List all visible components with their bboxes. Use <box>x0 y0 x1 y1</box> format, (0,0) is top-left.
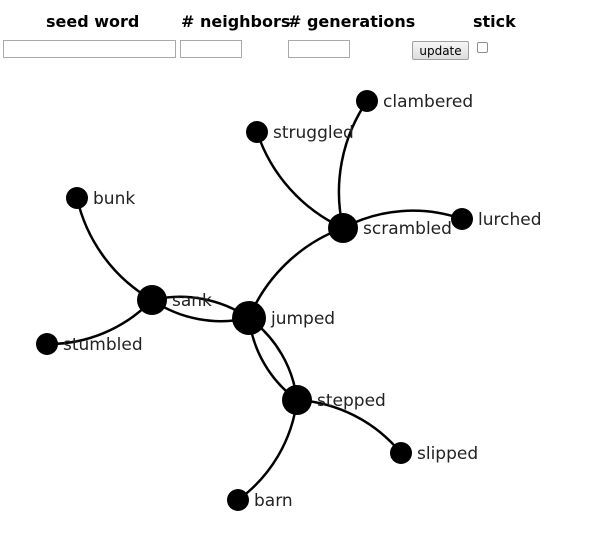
node-jumped[interactable] <box>232 301 266 335</box>
node-barn[interactable] <box>227 489 249 511</box>
node-label-stepped: stepped <box>317 391 386 411</box>
edge-scrambled-struggled <box>255 131 344 230</box>
seed-word-input[interactable] <box>3 40 176 58</box>
node-struggled[interactable] <box>246 121 268 143</box>
node-label-barn: barn <box>254 491 293 511</box>
graph-labels: jumped scrambled sank stepped clambered strug… <box>63 92 541 511</box>
node-label-struggled: struggled <box>273 123 354 143</box>
generations-header: # generations <box>288 12 416 31</box>
node-label-clambered: clambered <box>383 92 473 112</box>
node-sank[interactable] <box>137 285 167 315</box>
graph-edges <box>46 100 463 502</box>
node-label-lurched: lurched <box>478 210 541 230</box>
seed-word-header: seed word <box>46 12 140 31</box>
stick-checkbox[interactable] <box>477 42 488 53</box>
edge-jumped-scrambled <box>247 226 344 319</box>
stick-header: stick <box>473 12 516 31</box>
node-scrambled[interactable] <box>328 213 358 243</box>
node-bunk[interactable] <box>66 187 88 209</box>
update-button[interactable]: update <box>412 41 469 60</box>
controls-bar: seed word # neighbors # generations stic… <box>0 0 589 70</box>
node-label-sank: sank <box>172 291 212 311</box>
graph-nodes <box>36 90 473 511</box>
generations-input[interactable] <box>288 40 350 58</box>
node-label-scrambled: scrambled <box>363 219 452 239</box>
node-label-bunk: bunk <box>93 189 135 209</box>
neighbors-input[interactable] <box>180 40 242 58</box>
node-stumbled[interactable] <box>36 333 58 355</box>
node-slipped[interactable] <box>390 442 412 464</box>
edge-sank-bunk <box>75 197 153 302</box>
edge-stepped-barn <box>237 399 299 502</box>
node-label-jumped: jumped <box>270 309 335 329</box>
node-clambered[interactable] <box>356 90 378 112</box>
neighbors-header: # neighbors <box>181 12 291 31</box>
edge-scrambled-clambered <box>337 100 369 229</box>
node-lurched[interactable] <box>451 208 473 230</box>
node-label-slipped: slipped <box>417 444 478 464</box>
node-label-stumbled: stumbled <box>63 335 143 355</box>
node-stepped[interactable] <box>282 385 312 415</box>
